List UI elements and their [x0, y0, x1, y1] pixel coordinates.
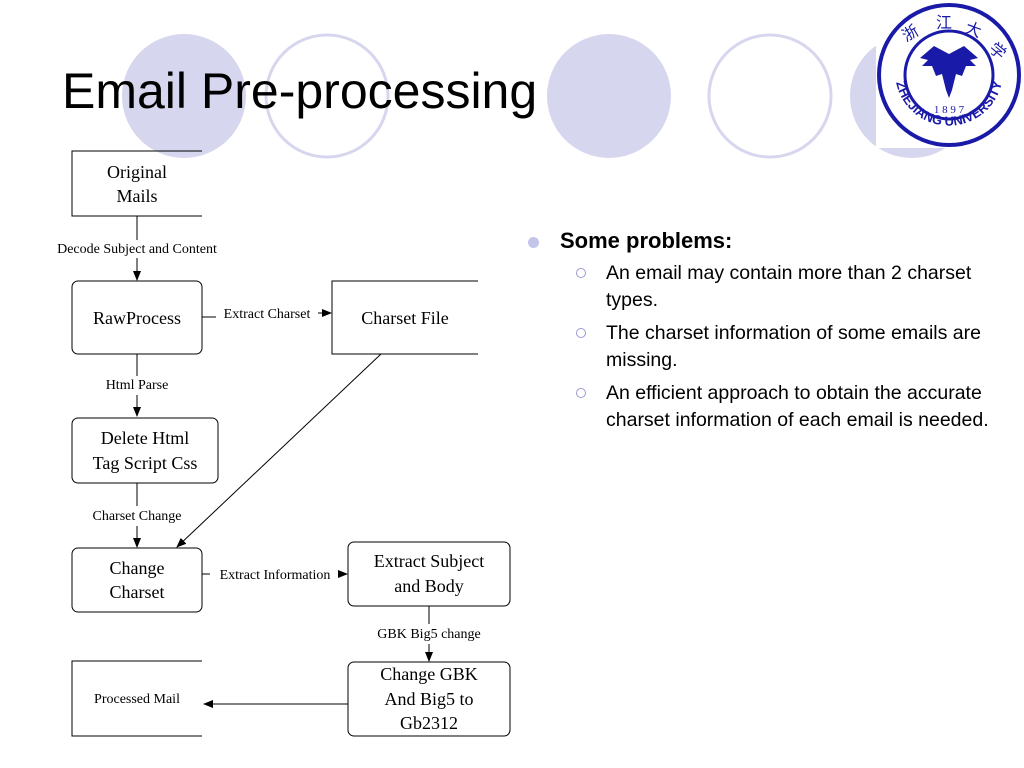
node-change-gbk: Change GBK And Big5 to Gb2312 [347, 661, 511, 737]
node-charset-file-label: Charset File [361, 308, 449, 328]
bullet-ring-icon [576, 388, 586, 398]
university-logo: 1 8 9 7 ZHEJIANG UNIVERSITY 浙 江 大 学 [876, 2, 1022, 148]
deco-circle-ring-2 [707, 33, 833, 159]
edge-label-html-parse: Html Parse [106, 378, 169, 393]
bullet-ring-icon [576, 328, 586, 338]
node-extract-subject-line1: Extract Subject [374, 551, 484, 571]
deco-circle-filled-1 [122, 34, 246, 158]
node-change-gbk-line1: Change GBK [380, 664, 478, 684]
node-change-gbk-line2: And Big5 to [384, 689, 473, 709]
sub-bullet-text: An email may contain more than 2 charset… [606, 262, 972, 311]
node-change-charset: Change Charset [71, 547, 203, 613]
eagle-icon [920, 46, 978, 98]
bullet-list: Some problems: An email may contain more… [524, 228, 994, 440]
bullet-dot-icon [528, 237, 539, 248]
svg-text:江: 江 [936, 14, 952, 32]
edge-label-extract-information: Extract Information [220, 568, 331, 583]
deco-circle-filled-2 [547, 34, 671, 158]
node-original-mails: Original Mails [71, 150, 202, 217]
node-processed-mail: Processed Mail [71, 660, 202, 737]
node-delete-html-line2: Tag Script Css [93, 453, 198, 473]
node-change-gbk-line3: Gb2312 [400, 713, 458, 733]
sub-bullet-text: The charset information of some emails a… [606, 322, 981, 371]
sub-bullet-text: An efficient approach to obtain the accu… [606, 382, 989, 431]
node-change-charset-line2: Charset [110, 582, 165, 602]
svg-text:大: 大 [963, 19, 984, 41]
node-delete-html: Delete Html Tag Script Css [71, 417, 219, 484]
edge-label-charset-change: Charset Change [92, 509, 181, 524]
node-original-mails-line2: Mails [116, 186, 157, 206]
node-extract-subject: Extract Subject and Body [347, 541, 511, 607]
svg-text:浙: 浙 [899, 22, 922, 46]
slide-title: Email Pre-processing [62, 63, 538, 119]
svg-text:1 8 9 7: 1 8 9 7 [934, 104, 965, 116]
node-change-charset-line1: Change [110, 558, 165, 578]
node-raw-process-label: RawProcess [93, 308, 181, 328]
bullet-heading-text: Some problems: [560, 228, 733, 253]
node-processed-mail-label: Processed Mail [94, 692, 180, 707]
edge-label-extract-charset: Extract Charset [224, 307, 311, 322]
sub-bullet: An email may contain more than 2 charset… [524, 260, 994, 314]
node-raw-process: RawProcess [71, 280, 203, 355]
sub-bullet: The charset information of some emails a… [524, 320, 994, 374]
node-original-mails-line1: Original [107, 162, 167, 182]
bullet-heading: Some problems: [524, 228, 994, 254]
node-charset-file: Charset File [331, 280, 478, 355]
node-delete-html-line1: Delete Html [101, 428, 189, 448]
sub-bullet: An efficient approach to obtain the accu… [524, 380, 994, 434]
node-extract-subject-line2: and Body [394, 576, 464, 596]
edge-label-gbk-big5-change: GBK Big5 change [377, 627, 480, 642]
edge-label-decode: Decode Subject and Content [57, 242, 217, 257]
bullet-ring-icon [576, 268, 586, 278]
deco-circle-ring-1 [264, 33, 390, 159]
